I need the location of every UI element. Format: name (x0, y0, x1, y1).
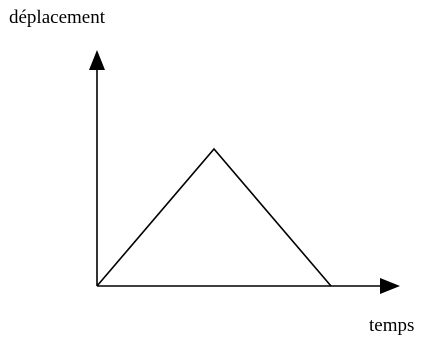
x-axis-label: temps (369, 315, 415, 336)
series-line (96, 147, 332, 287)
y-axis-arrowhead (89, 50, 105, 70)
y-axis-label: déplacement (9, 7, 106, 28)
x-axis-arrowhead (380, 278, 400, 294)
